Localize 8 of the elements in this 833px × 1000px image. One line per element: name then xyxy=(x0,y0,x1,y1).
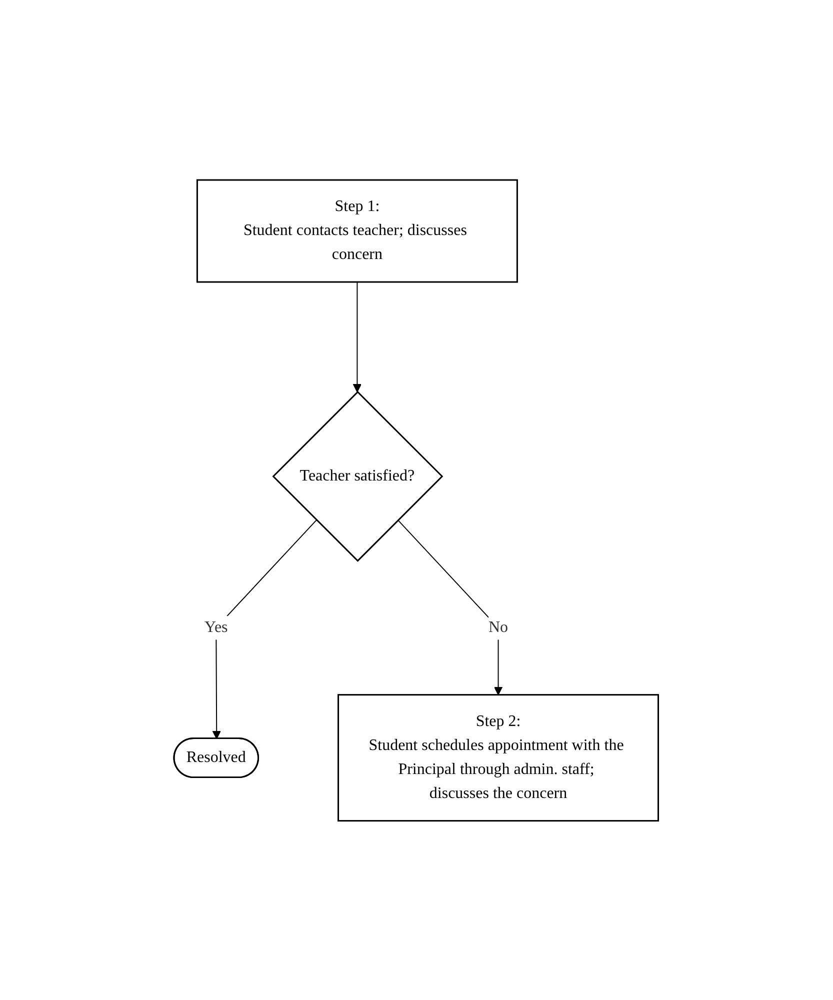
arrow xyxy=(398,519,504,695)
node-box: Step 1: Student contacts teacher; discusses concern xyxy=(196,178,518,282)
node-box: Step 2: Student schedules appointment with the Principal through admin. staff; discusses the concern xyxy=(338,694,660,822)
arrow xyxy=(353,281,362,392)
edge-label: No xyxy=(488,618,508,636)
arrow xyxy=(212,519,318,739)
node-diamond: Teacher satisfied? xyxy=(272,390,444,562)
edge-label: Yes xyxy=(204,618,228,636)
